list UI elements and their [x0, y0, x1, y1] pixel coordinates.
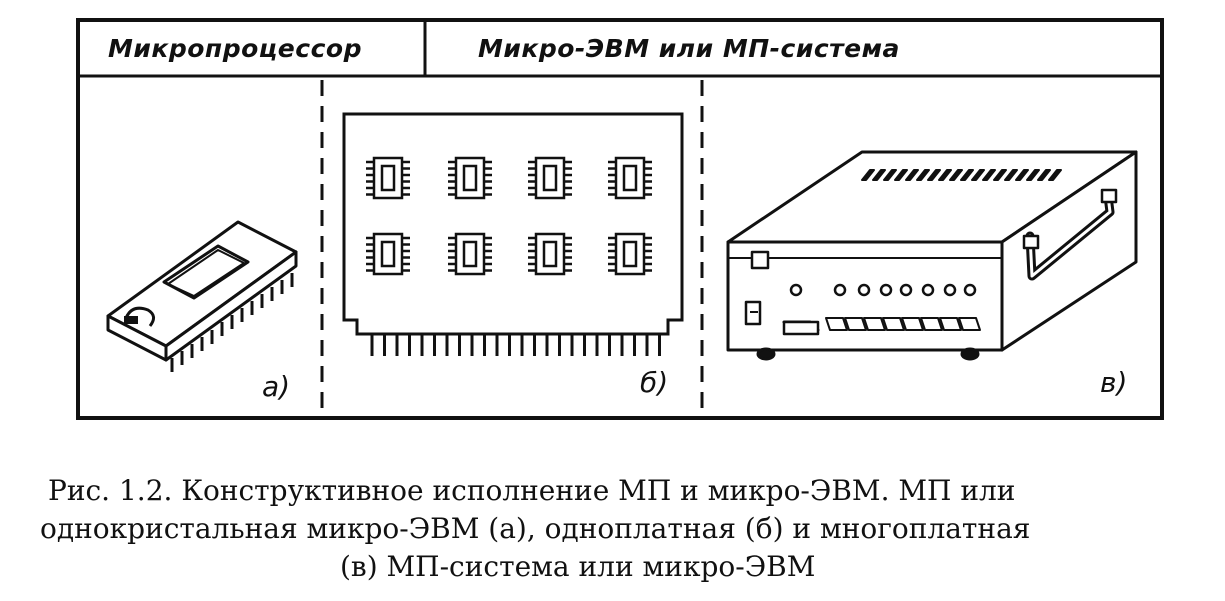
vent-slot [1037, 169, 1051, 181]
vent-slot [861, 169, 875, 181]
keypad-key [958, 317, 981, 331]
vent-slot [916, 169, 930, 181]
header-microprocessor: Микропроцессор [108, 34, 362, 63]
figure-frame [76, 18, 1164, 420]
keypad-key [920, 317, 943, 331]
keypad-key [901, 317, 924, 331]
keypad-key [863, 317, 886, 331]
multi-board-case-icon [726, 150, 1138, 361]
indicator-led [833, 283, 847, 297]
vent-slot [1048, 169, 1062, 181]
keypad-key [882, 317, 905, 331]
indicator-led [963, 283, 977, 297]
vent-slot [883, 169, 897, 181]
indicator-led [879, 283, 893, 297]
indicator-led [857, 283, 871, 297]
keypad-key [825, 317, 848, 331]
caption-line-2: однокристальная микро-ЭВМ (а), одноплатн… [40, 512, 1031, 545]
vent-slot [1004, 169, 1018, 181]
indicator-led [943, 283, 957, 297]
panel-label-b: б) [640, 366, 669, 399]
vent-slot [938, 169, 952, 181]
keypad-key [939, 317, 962, 331]
vent-slot [971, 169, 985, 181]
vent-slot [960, 169, 974, 181]
indicator-led [789, 283, 803, 297]
caption-line-3: (в) МП-система или микро-ЭВМ [340, 550, 816, 583]
board-chip-icon [448, 156, 492, 200]
header-microcomputer: Микро-ЭВМ или МП-система [478, 34, 900, 63]
vent-slot [894, 169, 908, 181]
board-chip-icon [608, 232, 652, 276]
panel-label-a: а) [262, 370, 291, 403]
board-chip-icon [528, 232, 572, 276]
figure-caption: Рис. 1.2. Конструктивное исполнение МП и… [40, 472, 1200, 586]
indicator-led [899, 283, 913, 297]
board-chip-icon [366, 232, 410, 276]
panel-label-c: в) [1100, 366, 1128, 399]
keypad-key [844, 317, 867, 331]
board-chip-icon [366, 156, 410, 200]
caption-line-1: Рис. 1.2. Конструктивное исполнение МП и… [48, 474, 1016, 507]
vent-slot [927, 169, 941, 181]
figure-drawing [76, 18, 1164, 420]
vent-slot [993, 169, 1007, 181]
vent-slot [905, 169, 919, 181]
indicator-led [921, 283, 935, 297]
microprocessor-chip-icon [106, 220, 298, 372]
single-board-icon [342, 112, 684, 356]
vent-slot [872, 169, 886, 181]
figure: Микропроцессор Микро-ЭВМ или МП-система … [76, 18, 1164, 420]
board-chip-icon [448, 232, 492, 276]
vent-slot [949, 169, 963, 181]
vent-slot [1026, 169, 1040, 181]
vent-slot [1015, 169, 1029, 181]
vent-slot [982, 169, 996, 181]
board-chip-icon [528, 156, 572, 200]
board-chip-icon [608, 156, 652, 200]
